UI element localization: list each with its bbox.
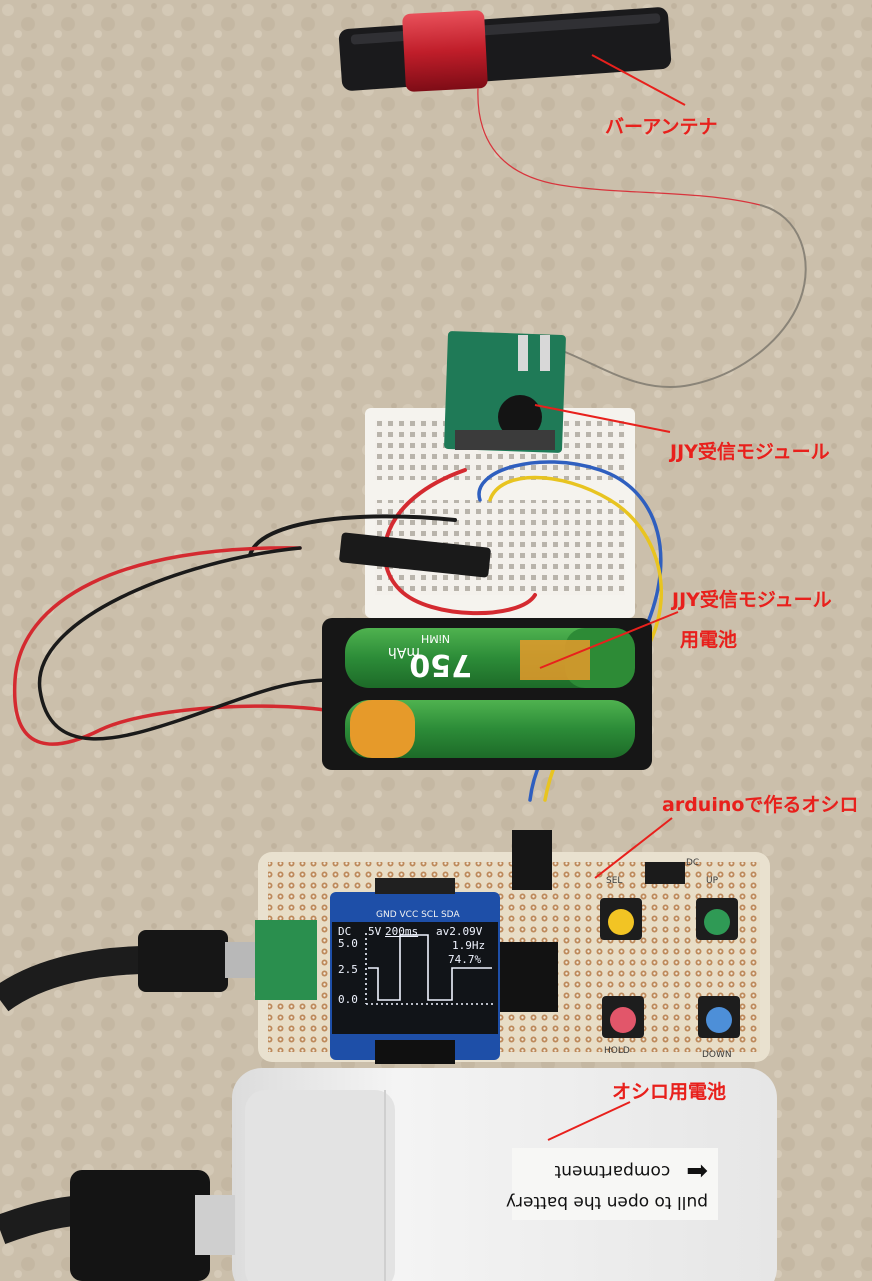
sticker-line2-text: compartment (554, 1161, 671, 1181)
label-jjy-module: JJY受信モジュール (670, 441, 830, 463)
sel-button[interactable] (608, 909, 634, 935)
annotation-lines (534, 54, 686, 1141)
usb-cable-left (0, 920, 317, 1012)
oled-frequency: 1.9Hz (452, 939, 486, 952)
sticker-line1: pull to open the battery (505, 1192, 708, 1212)
button-group[interactable] (600, 898, 740, 1038)
antenna-red-coil (402, 10, 488, 92)
oled-timebase: 200ms (385, 925, 419, 938)
battery-brand: NiMH (421, 632, 450, 645)
oled-y-label-mid: 2.5 (338, 963, 358, 976)
label-jjy-battery-line2: 用電池 (680, 629, 738, 651)
ic-chip (500, 942, 558, 1012)
hold-button[interactable] (610, 1007, 636, 1033)
usb-cable-bottom (0, 1170, 235, 1281)
oled-pin-labels: GND VCC SCL SDA (376, 910, 460, 920)
oled-mode: DC (338, 925, 352, 938)
silk-hold: HOLD (604, 1046, 630, 1056)
label-jjy-battery-line1: JJY受信モジュール (672, 589, 832, 611)
label-bar-antenna: バーアンテナ (605, 116, 718, 138)
battery-unit: mAh (388, 644, 420, 660)
oled-y-label-top: 5.0 (338, 937, 358, 950)
power-bank-sticker: pull to open the battery ➡ compartment (506, 1148, 718, 1220)
sticker-line2: ➡ compartment (555, 1156, 708, 1186)
silk-sel: SEL (606, 876, 623, 886)
label-oscilloscope: arduinoで作るオシロ (662, 794, 859, 816)
jjy-module (444, 331, 566, 453)
silk-down: DOWN (702, 1050, 732, 1060)
battery-capacity: 750 (409, 647, 472, 682)
up-button[interactable] (704, 909, 730, 935)
oled-screen (332, 922, 498, 1034)
oled-module (330, 878, 500, 1064)
power-bank (232, 1068, 777, 1281)
bar-antenna (338, 7, 807, 388)
oled-waveform (365, 933, 494, 1005)
oled-average: av2.09V (436, 925, 483, 938)
oled-duty: 74.7% (448, 953, 482, 966)
jjy-battery-holder (322, 618, 652, 770)
down-button[interactable] (706, 1007, 732, 1033)
silk-dc: DC (686, 858, 700, 868)
oled-range: 5V (368, 925, 382, 938)
oled-y-label-bottom: 0.0 (338, 993, 358, 1006)
silk-up: UP (706, 876, 719, 886)
label-osc-battery: オシロ用電池 (612, 1081, 727, 1103)
sticker-arrow-icon: ➡ (686, 1156, 708, 1186)
